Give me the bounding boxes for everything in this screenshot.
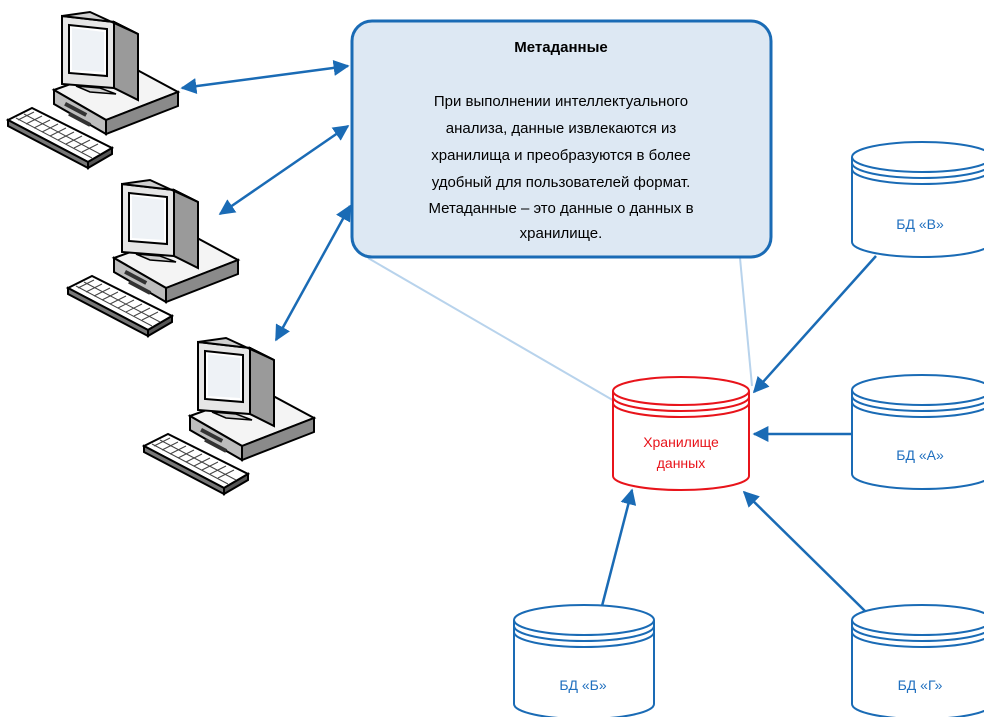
arrow-computer1-metadata	[180, 59, 350, 95]
arrow-computer2-metadata	[218, 124, 350, 216]
database-b-label: БД «Б»	[559, 677, 607, 693]
storage-label: данных	[657, 455, 705, 471]
desktop-computer-icon	[143, 337, 315, 495]
database-g-label: БД «Г»	[898, 677, 943, 693]
desktop-computer-icon	[7, 11, 179, 169]
connector-line	[367, 257, 617, 403]
metadata-text-line: анализа, данные извлекаются из	[446, 120, 677, 137]
database-b-cylinder: БД «Б»	[513, 604, 655, 717]
data-storage-cylinder: Хранилище данных	[612, 376, 750, 491]
metadata-text-line: хранилище.	[520, 225, 603, 242]
arrow-db-v-storage	[752, 255, 877, 394]
arrow-db-b-storage	[600, 488, 637, 607]
database-v-cylinder: БД «В»	[851, 141, 984, 258]
metadata-text-line: удобный для пользователей формат.	[432, 174, 691, 191]
database-v-label: БД «В»	[896, 216, 944, 232]
storage-label: Хранилище	[643, 434, 719, 450]
arrow-computer3-metadata	[274, 204, 352, 342]
metadata-text-line: хранилища и преобразуются в более	[431, 147, 690, 164]
connector-line	[739, 257, 753, 387]
database-a-cylinder: БД «А»	[851, 374, 984, 490]
metadata-text-line: Метаданные – это данные о данных в	[428, 200, 693, 217]
arrow-db-g-storage	[742, 490, 867, 613]
database-a-label: БД «А»	[896, 447, 944, 463]
desktop-computer-icon	[67, 179, 239, 337]
database-g-cylinder: БД «Г»	[851, 604, 984, 717]
metadata-text-line: При выполнении интеллектуального	[434, 93, 688, 110]
metadata-box: Метаданные При выполнении интеллектуальн…	[350, 19, 773, 259]
metadata-title: Метаданные	[514, 39, 607, 56]
